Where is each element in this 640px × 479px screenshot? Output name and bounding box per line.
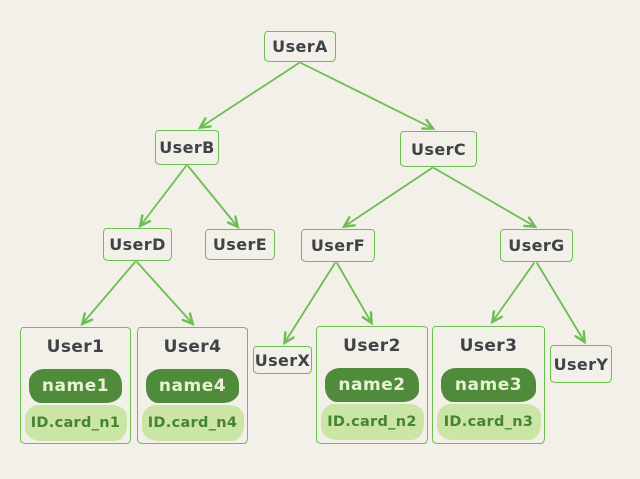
card-user2: User2 name2 ID.card_n2 — [316, 326, 428, 444]
edge-userf-user2 — [336, 262, 371, 322]
node-userf: UserF — [301, 229, 375, 262]
card-user2-title: User2 — [343, 336, 401, 356]
card-user3-title: User3 — [459, 336, 518, 356]
card-user1-title: User1 — [46, 337, 105, 357]
node-usera-label: UserA — [272, 37, 328, 56]
card-user4-name-pill: name4 — [146, 369, 239, 403]
card-user4: User4 name4 ID.card_n4 — [137, 327, 248, 444]
node-usery: UserY — [550, 345, 612, 383]
edge-userf-userx — [285, 262, 336, 342]
card-user1-idcard-pill: ID.card_n1 — [24, 405, 127, 441]
node-userd-label: UserD — [109, 235, 166, 254]
node-userc-label: UserC — [411, 139, 466, 159]
card-user1: User1 name1 ID.card_n1 — [20, 327, 131, 444]
edge-userg-usery — [536, 262, 584, 341]
node-userg-label: UserG — [508, 236, 565, 255]
node-userd: UserD — [103, 228, 172, 261]
node-userc: UserC — [400, 131, 477, 167]
node-userb: UserB — [155, 130, 219, 165]
node-userx: UserX — [253, 346, 312, 374]
node-userx-label: UserX — [254, 350, 311, 370]
edge-usera-userb — [201, 62, 300, 127]
card-user4-title: User4 — [163, 337, 222, 357]
card-user4-idcard-pill: ID.card_n4 — [141, 405, 244, 441]
edge-userb-userd — [141, 165, 187, 225]
node-usery-label: UserY — [553, 354, 609, 374]
node-usera: UserA — [264, 31, 336, 62]
card-user3: User3 name3 ID.card_n3 — [432, 326, 545, 444]
edge-usera-userc — [300, 62, 432, 128]
node-userg: UserG — [500, 229, 573, 262]
node-usere: UserE — [205, 229, 275, 260]
card-user2-name-pill: name2 — [325, 368, 419, 402]
node-usere-label: UserE — [212, 235, 268, 254]
edge-userc-userg — [433, 167, 534, 226]
edge-userg-user3 — [493, 262, 535, 321]
card-user2-idcard-pill: ID.card_n2 — [320, 404, 424, 440]
card-user1-name-pill: name1 — [29, 369, 122, 403]
edge-userc-userf — [345, 167, 433, 226]
edge-userd-user4 — [136, 261, 192, 323]
card-user3-name-pill: name3 — [441, 368, 536, 402]
card-user3-idcard-pill: ID.card_n3 — [436, 404, 541, 440]
edge-userd-user1 — [83, 261, 136, 323]
edge-userb-usere — [187, 165, 237, 226]
node-userf-label: UserF — [310, 236, 366, 255]
node-userb-label: UserB — [159, 138, 215, 157]
